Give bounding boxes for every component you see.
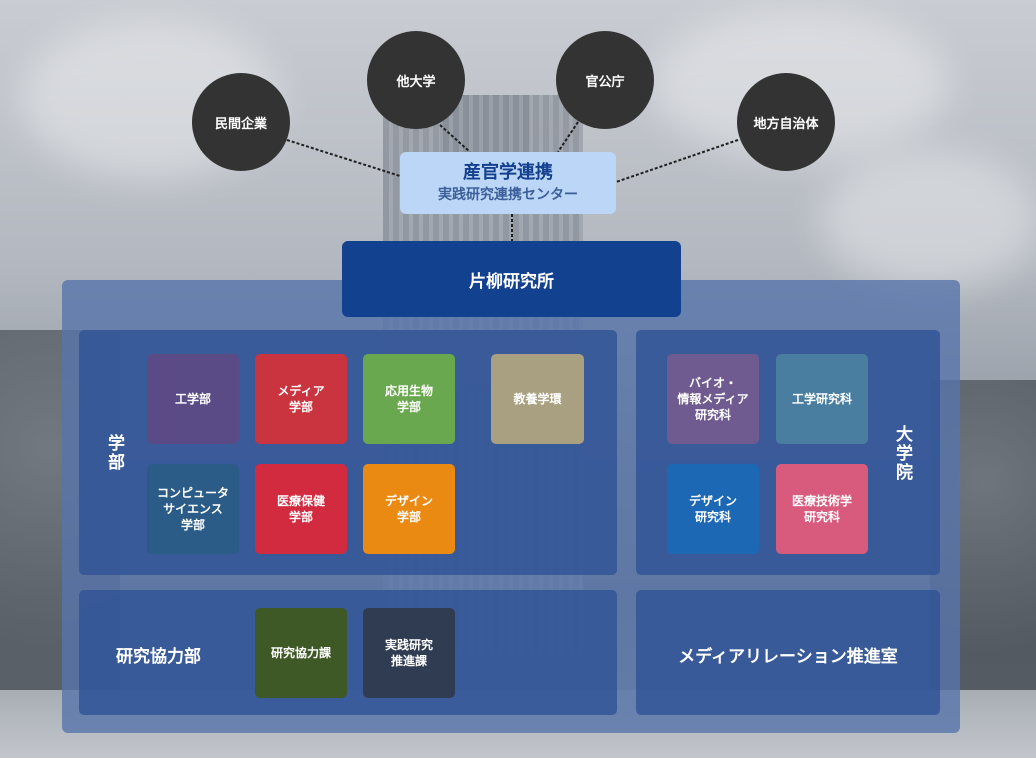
faculty-box: 教養学環 bbox=[491, 354, 584, 444]
connector-line bbox=[439, 124, 471, 153]
faculty-box: コンピュータサイエンス学部 bbox=[147, 464, 239, 554]
research-panel bbox=[79, 590, 617, 715]
research-box: 実践研究推進課 bbox=[363, 608, 455, 698]
partner-circle: 官公庁 bbox=[556, 31, 654, 129]
research-heading: 研究協力部 bbox=[116, 647, 201, 667]
graduate-heading: 大学院 bbox=[892, 425, 912, 482]
connector-line bbox=[557, 121, 579, 153]
research-box: 研究協力課 bbox=[255, 608, 347, 698]
graduate-box: デザイン研究科 bbox=[667, 464, 759, 554]
faculty-box: メディア学部 bbox=[255, 354, 347, 444]
graduate-box: 工学研究科 bbox=[776, 354, 868, 444]
partner-circle: 他大学 bbox=[367, 31, 465, 129]
graduate-box: 医療技術学研究科 bbox=[776, 464, 868, 554]
graduate-box: バイオ・情報メディア研究科 bbox=[667, 354, 759, 444]
connector-line bbox=[286, 139, 401, 177]
hub-box: 産官学連携 実践研究連携センター bbox=[400, 152, 616, 214]
institute-box: 片柳研究所 bbox=[342, 241, 681, 317]
faculty-box: 医療保健学部 bbox=[255, 464, 347, 554]
faculties-heading: 学部 bbox=[104, 434, 124, 472]
partner-circle: 民間企業 bbox=[192, 73, 290, 171]
faculty-box: デザイン学部 bbox=[363, 464, 455, 554]
faculty-box: 工学部 bbox=[147, 354, 239, 444]
faculty-box: 応用生物学部 bbox=[363, 354, 455, 444]
hub-title: 産官学連携 bbox=[463, 162, 553, 183]
media-office-label: メディアリレーション推進室 bbox=[678, 647, 898, 667]
media-office-panel bbox=[636, 590, 940, 715]
hub-subtitle: 実践研究連携センター bbox=[438, 187, 578, 203]
connector-line bbox=[615, 139, 739, 183]
partner-circle: 地方自治体 bbox=[737, 73, 835, 171]
